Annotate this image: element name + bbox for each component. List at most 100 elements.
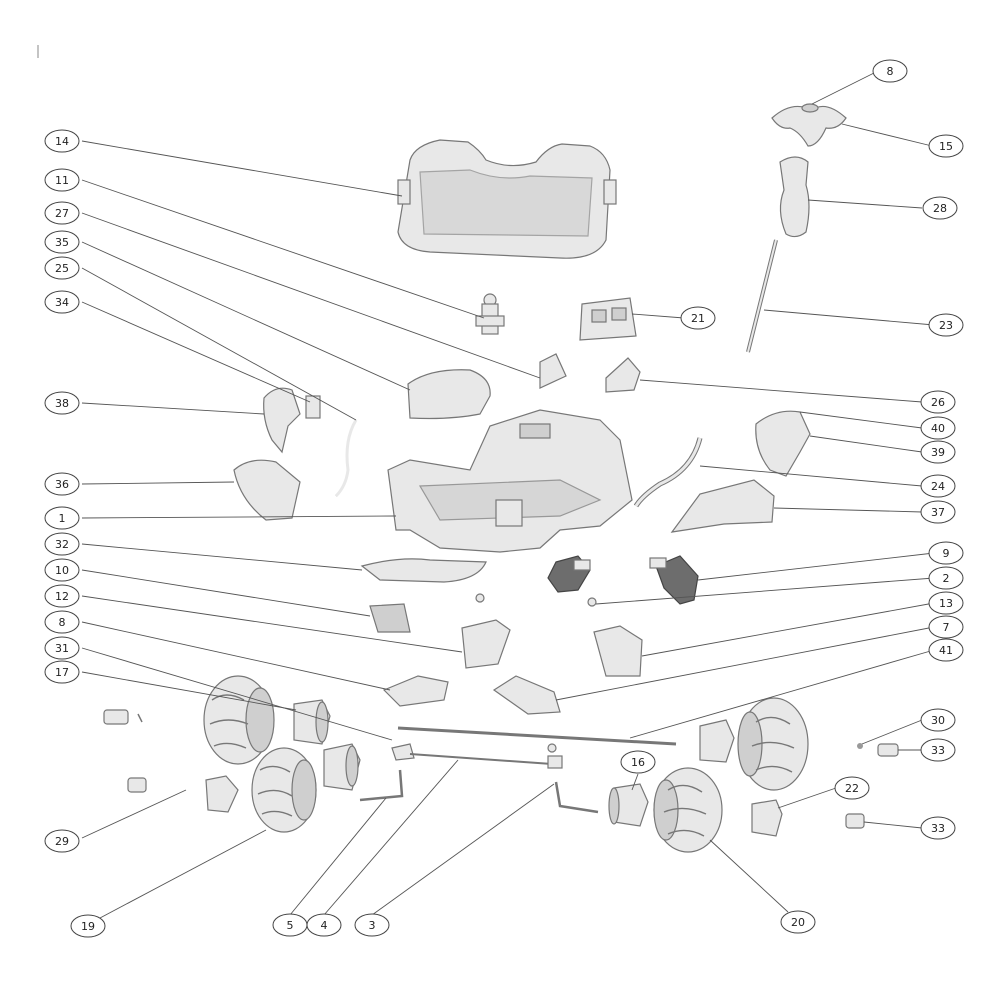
callout-number: 16: [631, 756, 645, 769]
callout-bubble: [44, 610, 80, 634]
callout-number: 37: [931, 506, 945, 519]
front-bumper-part: [360, 558, 487, 583]
callout-c24: 24: [920, 474, 956, 498]
steering-wheel-part: [771, 103, 847, 147]
gearbox-motor-right-part: [649, 555, 699, 605]
callout-bubble: [920, 390, 956, 414]
callout-bubble: [306, 913, 342, 937]
callout-c13: 13: [928, 591, 964, 615]
callout-c37: 37: [920, 500, 956, 524]
callout-bubble: [44, 129, 80, 153]
callout-number: 14: [55, 135, 69, 148]
callout-bubble: [44, 532, 80, 556]
callout-c29: 29: [44, 829, 80, 853]
callout-bubble: [44, 472, 80, 496]
callout-bubble: [920, 738, 956, 762]
callout-c20: 20: [780, 910, 816, 934]
gearbox-motor-left-part: [547, 555, 591, 593]
callout-bubble: [928, 615, 964, 639]
callout-number: 19: [81, 920, 95, 933]
hub-22-part: [751, 799, 783, 837]
callout-bubble: [920, 474, 956, 498]
callout-number: 34: [55, 296, 69, 309]
callout-bubble: [44, 829, 80, 853]
callout-bubble: [928, 591, 964, 615]
callout-number: 35: [55, 236, 69, 249]
left-wire-harness-part: [334, 419, 358, 498]
callout-number: 5: [287, 919, 294, 932]
callout-bubble: [70, 914, 106, 938]
steering-knuckle-left-part: [382, 675, 449, 707]
axle-housing-left-part: [461, 619, 511, 669]
callout-number: 11: [55, 174, 69, 187]
callout-c30: 30: [920, 708, 956, 732]
callout-bubble: [922, 196, 958, 220]
callout-bubble: [44, 168, 80, 192]
callout-bubble: [780, 910, 816, 934]
callout-c14: 14: [44, 129, 80, 153]
callout-number: 27: [55, 207, 69, 220]
callout-c32: 32: [44, 532, 80, 556]
callout-c4: 4: [306, 913, 342, 937]
callout-c17: 17: [44, 660, 80, 684]
callout-bubble: [920, 708, 956, 732]
hub-left-lower-part: [323, 743, 361, 791]
pedal-left-part: [539, 353, 567, 389]
right-front-fender-part: [755, 410, 811, 477]
bent-rod-right-part: [554, 781, 599, 814]
callout-number: 10: [55, 564, 69, 577]
callout-number: 39: [931, 446, 945, 459]
callout-c27: 27: [44, 201, 80, 225]
tie-rod-part: [397, 726, 677, 746]
callout-number: 25: [55, 262, 69, 275]
callout-number: 40: [931, 422, 945, 435]
callout-number: 1: [59, 512, 66, 525]
callout-number: 41: [939, 644, 953, 657]
callout-c26: 26: [920, 390, 956, 414]
axle-housing-right-part: [593, 625, 643, 677]
steering-column-cover-part: [779, 156, 810, 238]
right-side-panel-part: [670, 479, 775, 533]
hub-17-part: [293, 699, 331, 745]
callout-number: 7: [943, 621, 950, 634]
wheel-front-left-part: [203, 675, 275, 765]
callout-c9: 9: [928, 541, 964, 565]
callout-c38: 38: [44, 391, 80, 415]
callout-number: 33: [931, 744, 945, 757]
callout-bubble: [44, 201, 80, 225]
callout-bubble: [928, 134, 964, 158]
control-box-part: [579, 297, 637, 341]
callout-number: 32: [55, 538, 69, 551]
steering-shaft-part: [746, 239, 778, 353]
callout-number: 9: [943, 547, 950, 560]
callout-bubble: [680, 306, 716, 330]
callout-number: 33: [931, 822, 945, 835]
steering-link-rod-part: [391, 743, 563, 769]
callout-bubble: [928, 541, 964, 565]
callout-number: 26: [931, 396, 945, 409]
callout-c25: 25: [44, 256, 80, 280]
left-front-fender-part: [263, 387, 321, 454]
callout-c34: 34: [44, 290, 80, 314]
callout-bubble: [928, 313, 964, 337]
callout-c1: 1: [44, 506, 80, 530]
callout-number: 28: [933, 202, 947, 215]
callout-c7: 7: [928, 615, 964, 639]
callout-c31: 31: [44, 636, 80, 660]
callout-c39: 39: [920, 440, 956, 464]
callout-number: 15: [939, 140, 953, 153]
callout-c5: 5: [272, 913, 308, 937]
callout-c12: 12: [44, 584, 80, 608]
bent-rod-left-part: [359, 769, 404, 802]
left-side-panel-part: [233, 459, 301, 521]
callout-bubble: [44, 660, 80, 684]
cap-left-upper-part: [103, 709, 143, 725]
pedal-right-part: [605, 357, 641, 393]
callout-c10: 10: [44, 558, 80, 582]
callout-c3: 3: [354, 913, 390, 937]
callout-bubble: [920, 816, 956, 840]
callout-bubble: [354, 913, 390, 937]
chassis-part: [387, 409, 633, 553]
callout-c33a: 33: [920, 738, 956, 762]
